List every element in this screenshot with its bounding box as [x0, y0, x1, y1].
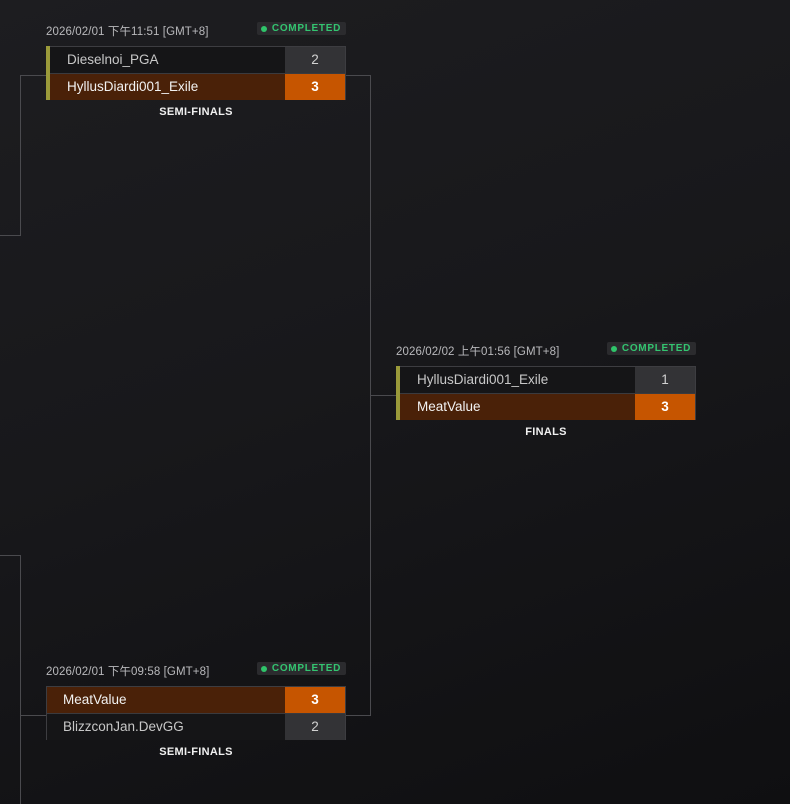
team-row[interactable]: HyllusDiardi001_Exile 1: [397, 367, 695, 393]
team-row[interactable]: Dieselnoi_PGA 2: [47, 47, 345, 73]
row-divider: [47, 713, 345, 714]
round-label: FINALS: [525, 426, 567, 438]
team-row[interactable]: BlizzconJan.DevGG 2: [47, 714, 345, 740]
status-dot-icon: [260, 665, 267, 672]
accent-bar: [396, 366, 400, 420]
team-score: 3: [285, 74, 345, 100]
row-divider: [47, 73, 345, 74]
team-score: 2: [285, 47, 345, 73]
team-score: 2: [285, 714, 345, 740]
bracket-connector: [0, 235, 21, 236]
status-badge: COMPLETED: [606, 342, 696, 355]
status-badge: COMPLETED: [256, 22, 346, 35]
team-name: MeatValue: [47, 687, 285, 713]
bracket-connector: [346, 715, 371, 716]
status-dot-icon: [610, 345, 617, 352]
bracket-connector: [20, 715, 46, 716]
bracket-connector: [346, 75, 371, 76]
status-text: COMPLETED: [271, 663, 341, 674]
team-name: Dieselnoi_PGA: [47, 47, 285, 73]
bracket-connector: [0, 555, 21, 556]
match-time: 2026/02/01 下午09:58 [GMT+8]: [46, 666, 210, 678]
accent-bar: [46, 46, 50, 100]
team-name: HyllusDiardi001_Exile: [397, 367, 635, 393]
status-badge: COMPLETED: [256, 662, 346, 675]
team-row[interactable]: HyllusDiardi001_Exile 3: [47, 74, 345, 100]
status-text: COMPLETED: [621, 343, 691, 354]
status-text: COMPLETED: [271, 23, 341, 34]
bracket-connector: [20, 75, 21, 236]
match-header: 2026/02/01 下午09:58 [GMT+8] COMPLETED: [46, 662, 346, 678]
team-score: 3: [285, 687, 345, 713]
bracket-connector: [20, 555, 21, 804]
team-score: 3: [635, 394, 695, 420]
match-time: 2026/02/01 下午11:51 [GMT+8]: [46, 26, 209, 38]
round-label: SEMI-FINALS: [159, 106, 233, 118]
match-box: Dieselnoi_PGA 2 HyllusDiardi001_Exile 3: [46, 46, 346, 100]
match-header: 2026/02/01 下午11:51 [GMT+8] COMPLETED: [46, 22, 346, 38]
match-box: HyllusDiardi001_Exile 1 MeatValue 3: [396, 366, 696, 420]
team-row[interactable]: MeatValue 3: [47, 687, 345, 713]
team-name: MeatValue: [397, 394, 635, 420]
team-row[interactable]: MeatValue 3: [397, 394, 695, 420]
round-label: SEMI-FINALS: [159, 746, 233, 758]
team-score: 1: [635, 367, 695, 393]
team-name: BlizzconJan.DevGG: [47, 714, 285, 740]
bracket-connector: [20, 75, 46, 76]
match-box: MeatValue 3 BlizzconJan.DevGG 2: [46, 686, 346, 740]
match-header: 2026/02/02 上午01:56 [GMT+8] COMPLETED: [396, 342, 696, 358]
row-divider: [397, 393, 695, 394]
match-time: 2026/02/02 上午01:56 [GMT+8]: [396, 346, 560, 358]
status-dot-icon: [260, 25, 267, 32]
team-name: HyllusDiardi001_Exile: [47, 74, 285, 100]
bracket-connector: [370, 395, 396, 396]
